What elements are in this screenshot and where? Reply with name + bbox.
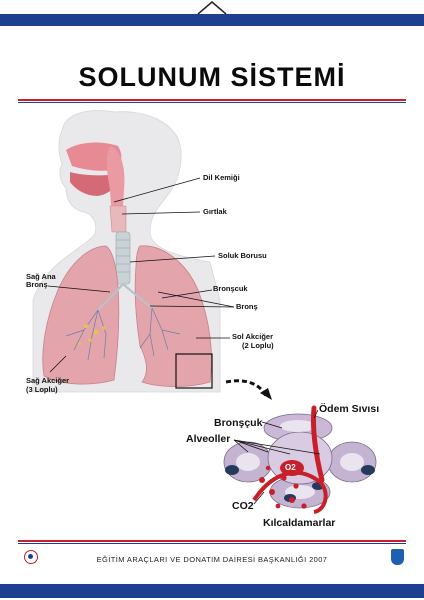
label-girtlak: Gırtlak <box>203 207 227 216</box>
throat <box>106 146 125 222</box>
alveoli-detail <box>223 405 377 514</box>
label-soluk-borusu: Soluk Borusu <box>218 251 267 260</box>
label-sag-ana-brons-2: Bronş <box>26 280 48 289</box>
label-co2: CO2 <box>232 500 254 512</box>
label-sol-akciger-1: Sol Akciğer <box>232 332 273 341</box>
label-sag-akciger-2: (3 Loplu) <box>26 385 58 394</box>
title-rule-red <box>18 99 406 101</box>
right-lung <box>42 245 120 385</box>
label-bronscuk: Bronşcuk <box>213 284 248 293</box>
label-dil-kemigi: Dil Kemiği <box>203 173 240 182</box>
zoom-box <box>175 353 213 389</box>
label-detail-bronscuk: Bronşçuk <box>214 417 263 429</box>
zoom-arrow <box>225 379 268 397</box>
label-o2: O2 <box>285 463 296 472</box>
label-kilcaldamarlar: Kılcaldamarlar <box>263 517 336 529</box>
bottom-rod <box>0 584 424 598</box>
oral-cavity <box>70 172 118 196</box>
label-brons: Bronş <box>236 302 258 311</box>
left-lung <box>134 245 212 387</box>
poster-title: SOLUNUM SİSTEMİ <box>78 62 346 92</box>
footer-text: EĞİTİM ARAÇLARI VE DONATIM DAİRESİ BAŞKA… <box>96 555 328 564</box>
publisher-emblem-icon <box>391 549 404 565</box>
hanger-triangle <box>0 0 424 15</box>
label-sol-akciger-2: (2 Loplu) <box>242 341 274 350</box>
footer-rule-navy <box>18 543 406 544</box>
footer-rule-red <box>18 540 406 542</box>
label-sag-ana-brons-1: Sağ Ana <box>26 272 56 281</box>
ministry-logo-icon <box>24 550 38 564</box>
top-rod <box>0 14 424 26</box>
title-rule-navy <box>18 102 406 103</box>
label-alveoller: Alveoller <box>186 433 231 445</box>
label-odem-sivisi: Ödem Sıvısı <box>319 403 380 415</box>
larynx <box>109 205 127 233</box>
label-sag-akciger-1: Sağ Akciğer <box>26 376 70 385</box>
